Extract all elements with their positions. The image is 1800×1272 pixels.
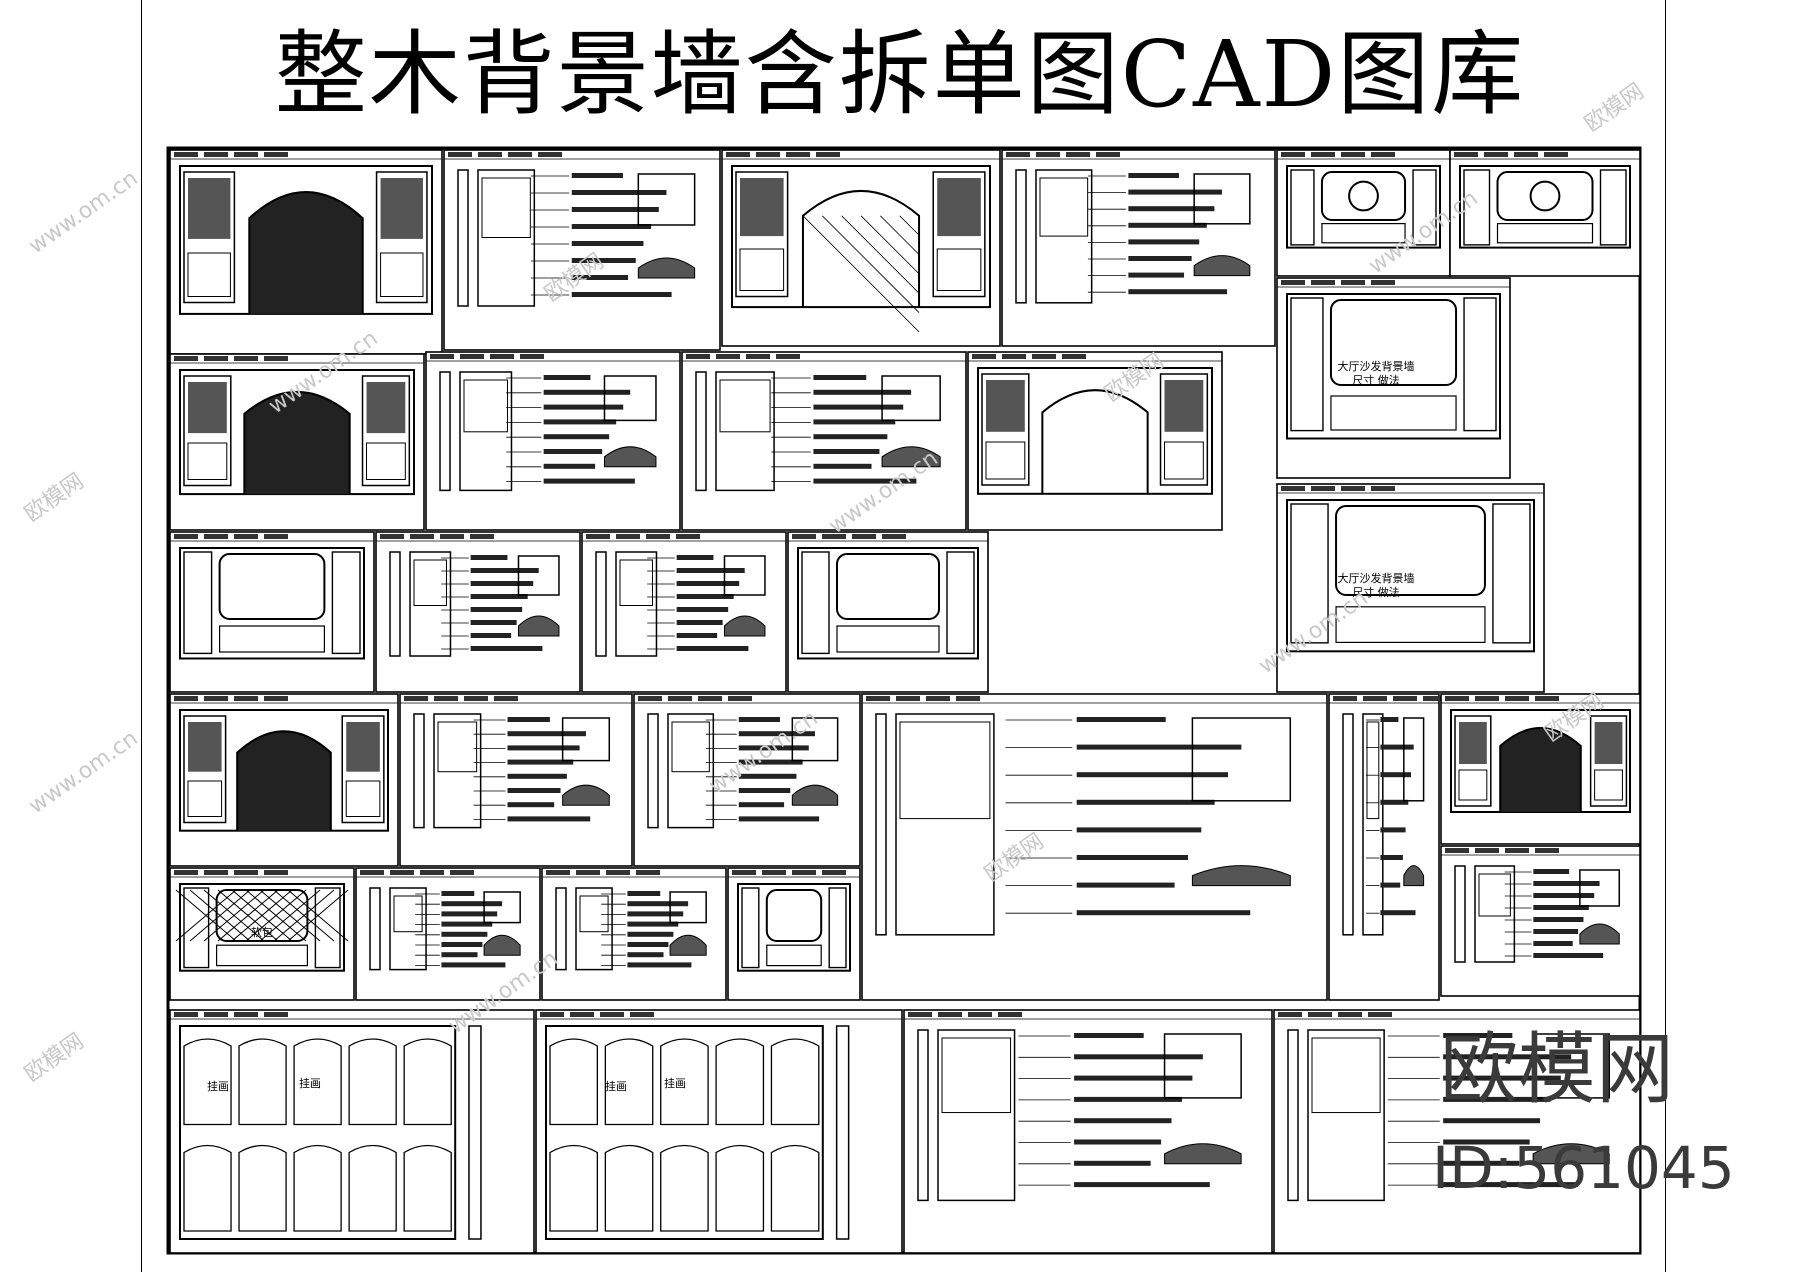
panel-p07-sub: 尺寸 做法 bbox=[1352, 373, 1400, 387]
panel-p26 bbox=[541, 867, 727, 1001]
panel-p24 bbox=[169, 867, 355, 1001]
brand-logo: 欧模网 bbox=[1440, 1025, 1675, 1115]
panel-p28-side-label: 挂画 bbox=[207, 1079, 229, 1093]
panel-p27 bbox=[727, 867, 861, 1001]
panel-p29 bbox=[535, 1009, 903, 1254]
panel-group bbox=[169, 149, 1641, 1254]
drawing-sheet-border bbox=[141, 0, 1666, 1272]
panel-p30 bbox=[903, 1009, 1273, 1254]
panel-p03 bbox=[721, 149, 1001, 347]
panel-p16 bbox=[787, 531, 989, 693]
panel-p08 bbox=[169, 353, 425, 531]
panel-p31 bbox=[1273, 1009, 1641, 1254]
brand-id: ID:561045 bbox=[1432, 1134, 1735, 1202]
panel-p02 bbox=[443, 149, 721, 351]
panel-p28 bbox=[169, 1009, 535, 1254]
page-title: 整木背景墙含拆单图CAD图库 bbox=[274, 21, 1526, 128]
panel-p19 bbox=[633, 693, 861, 867]
panel-p10 bbox=[681, 351, 967, 531]
panel-p21 bbox=[1328, 693, 1447, 1001]
panel-p13 bbox=[169, 531, 375, 693]
panel-p18 bbox=[399, 693, 633, 867]
panel-p29-side-label: 挂画 bbox=[605, 1079, 627, 1093]
panel-p24-label: 软包 bbox=[251, 925, 273, 939]
panel-p28-center-label: 挂画 bbox=[299, 1076, 321, 1090]
panel-p14 bbox=[375, 531, 581, 693]
panel-p12-label: 大厅沙发背景墙 bbox=[1338, 571, 1415, 585]
panel-p07 bbox=[1276, 277, 1511, 479]
panel-p25 bbox=[355, 867, 541, 1001]
panel-p09 bbox=[425, 351, 681, 531]
panel-p04 bbox=[1001, 149, 1276, 347]
panel-p12 bbox=[1276, 483, 1545, 693]
panel-p11 bbox=[967, 351, 1223, 531]
panel-p20 bbox=[861, 693, 1328, 1001]
panel-p07-label: 大厅沙发背景墙 bbox=[1338, 359, 1415, 373]
panel-p15 bbox=[581, 531, 787, 693]
panel-p17 bbox=[169, 693, 399, 867]
panel-p05 bbox=[1276, 149, 1451, 277]
panel-p23 bbox=[1440, 845, 1641, 997]
panel-p29-center-label: 挂画 bbox=[664, 1076, 686, 1090]
panel-p12-sub: 尺寸 做法 bbox=[1352, 585, 1400, 599]
panel-p06 bbox=[1449, 149, 1641, 277]
label-group: 大厅沙发背景墙 尺寸 做法 大厅沙发背景墙 尺寸 做法 软包 挂画 挂画 挂画 … bbox=[207, 359, 1415, 1093]
panel-p22 bbox=[1440, 693, 1641, 845]
panel-p01 bbox=[169, 149, 443, 355]
